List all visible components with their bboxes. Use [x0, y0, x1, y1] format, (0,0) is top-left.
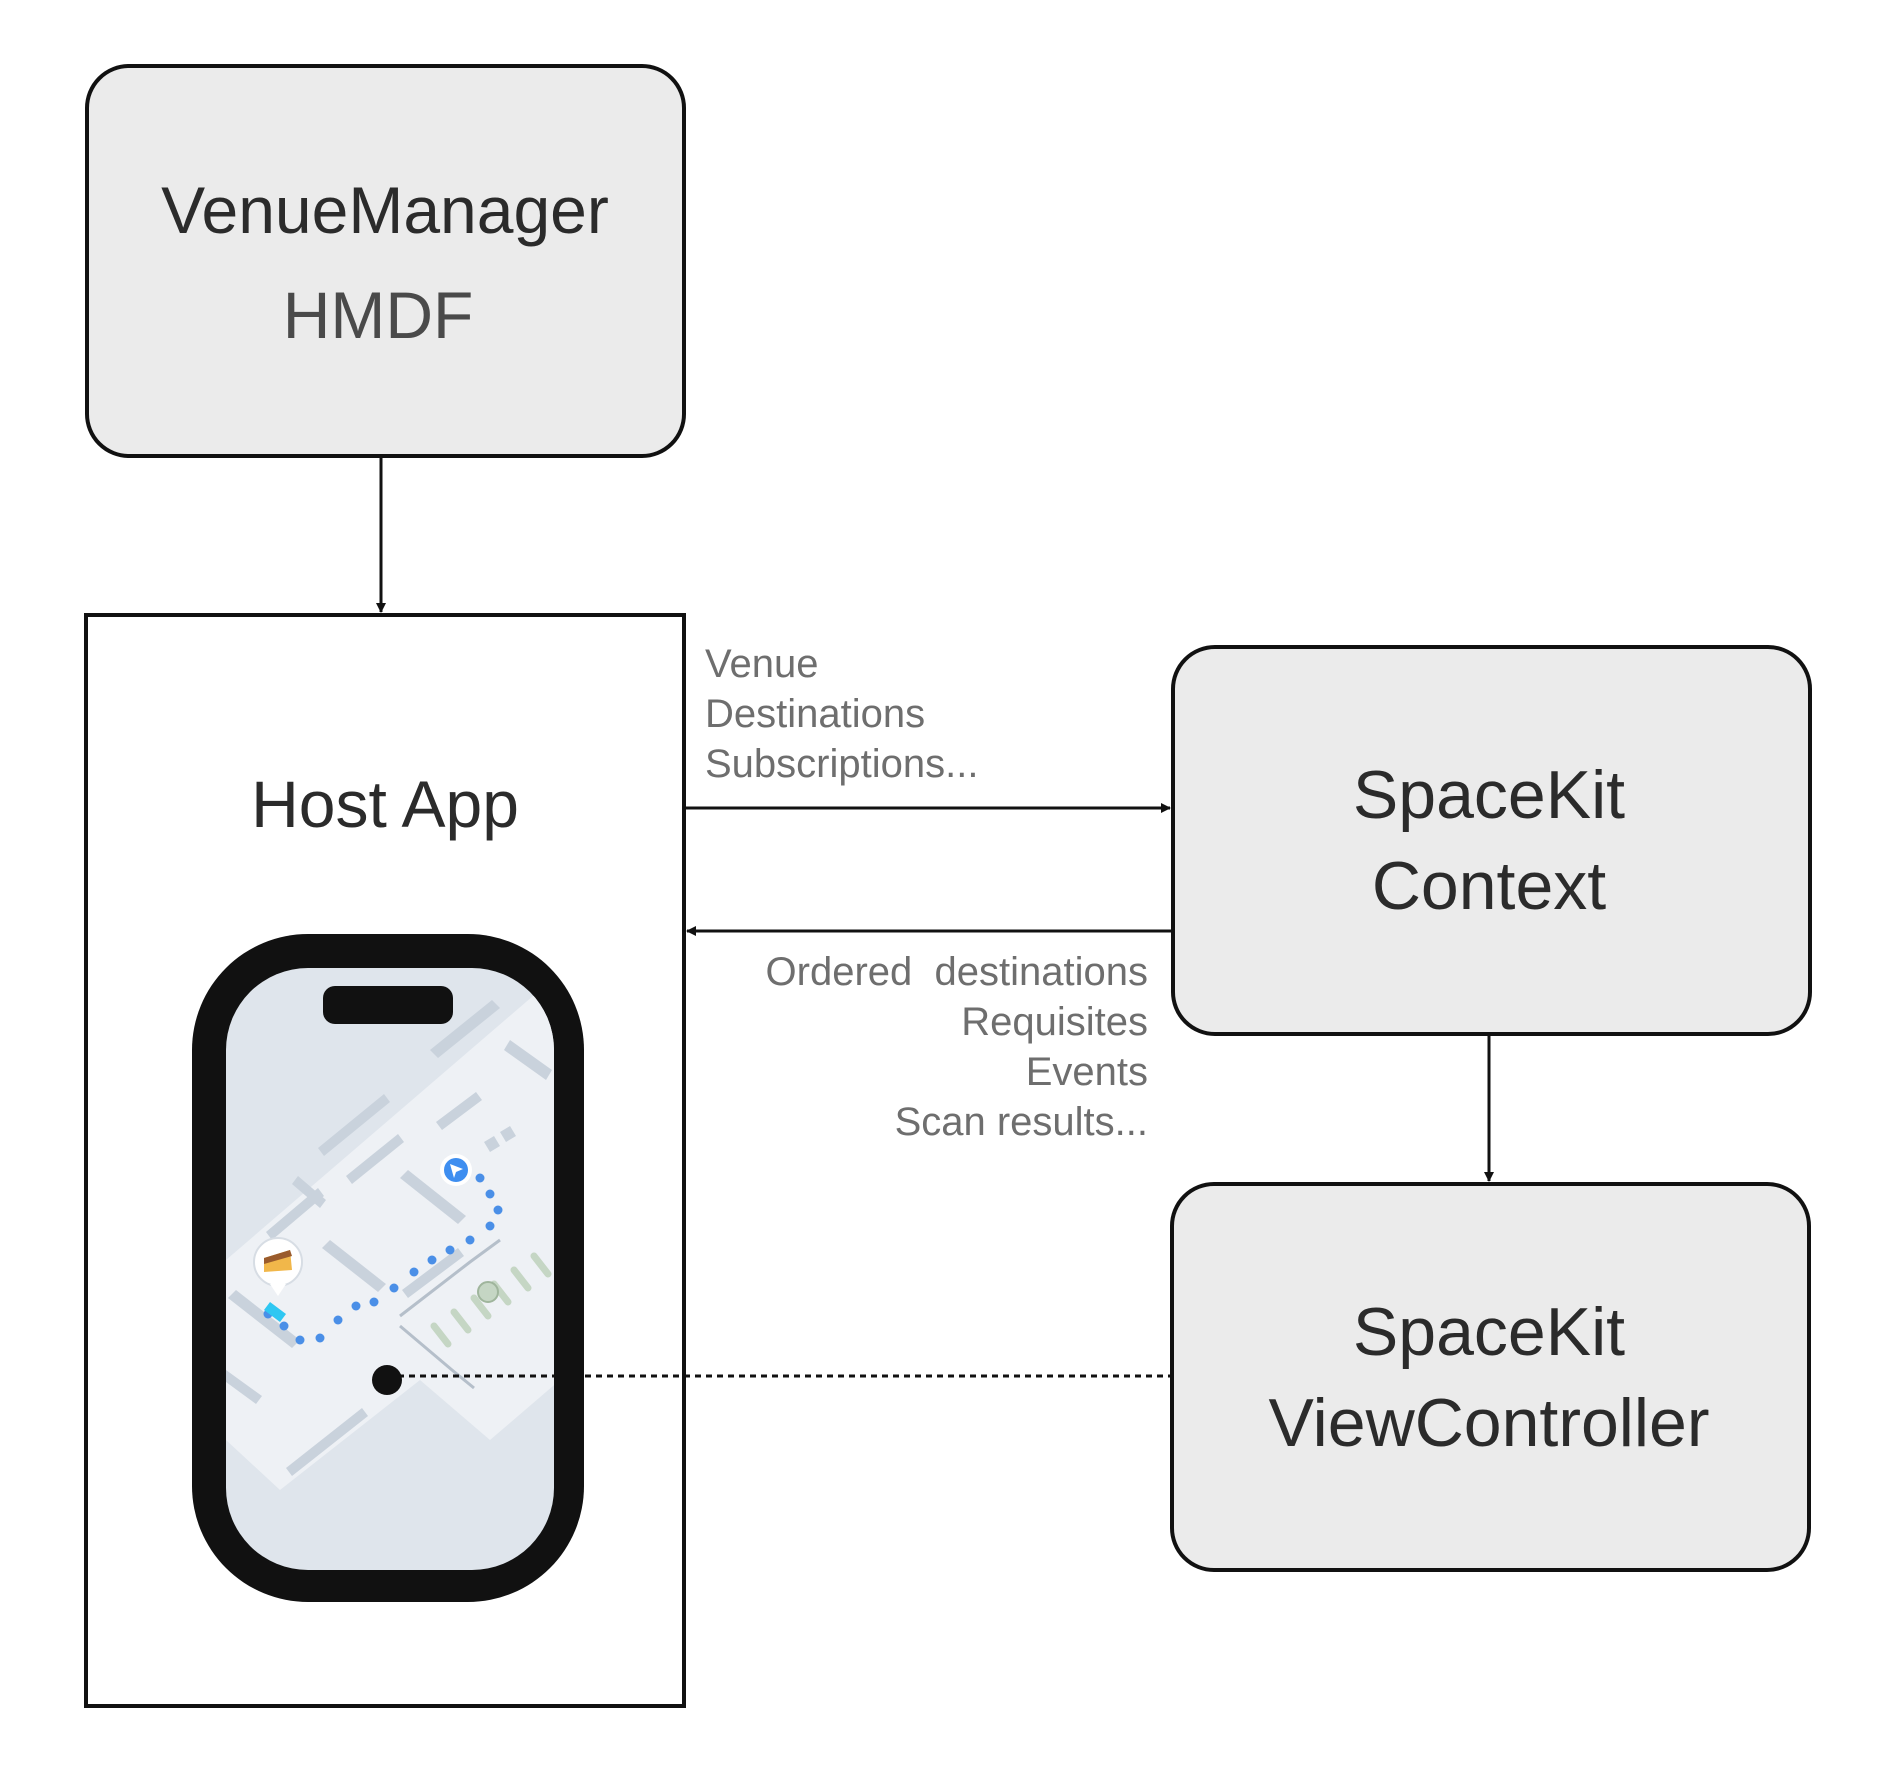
label-events: Events — [1026, 1050, 1148, 1094]
route-dot — [351, 1301, 361, 1311]
route-dot — [465, 1235, 475, 1245]
route-dot — [315, 1333, 325, 1343]
route-dot — [333, 1315, 343, 1325]
route-dot — [279, 1321, 289, 1331]
route-dot — [389, 1283, 399, 1293]
route-path — [263, 1173, 503, 1345]
host-app-title: Host App — [251, 767, 519, 841]
venue-manager-subtitle: HMDF — [283, 278, 474, 352]
spacekit-context-box: SpaceKit Context — [1171, 645, 1812, 1036]
route-dot — [475, 1173, 485, 1183]
phone-illustration — [192, 934, 584, 1602]
route-dot — [295, 1335, 305, 1345]
label-destinations: Destinations — [705, 692, 925, 736]
label-subscriptions: Subscriptions... — [705, 742, 978, 786]
cake-pin-icon — [253, 1237, 303, 1296]
spacekit-viewcontroller-box: SpaceKit ViewController — [1170, 1182, 1811, 1572]
spacekit-context-line1: SpaceKit — [1353, 757, 1625, 833]
location-arrow-icon — [440, 1154, 472, 1186]
host-to-context-labels: Venue Destinations Subscriptions... — [705, 642, 978, 786]
indoor-map — [226, 990, 554, 1490]
viewcontroller-anchor-dot — [372, 1365, 402, 1395]
route-dot — [409, 1267, 419, 1277]
route-dot — [445, 1245, 455, 1255]
label-requisites: Requisites — [961, 1000, 1148, 1044]
route-dot — [369, 1297, 379, 1307]
map-shelves — [226, 1000, 552, 1476]
route-dot — [485, 1221, 495, 1231]
route-dot — [485, 1189, 495, 1199]
label-venue: Venue — [705, 642, 818, 686]
spacekit-viewcontroller-line1: SpaceKit — [1353, 1294, 1625, 1370]
spacekit-viewcontroller-line2: ViewController — [1269, 1385, 1710, 1461]
destination-highlight — [264, 1302, 286, 1322]
label-ordered-destinations: Ordered destinations — [766, 950, 1148, 994]
phone-notch — [323, 986, 453, 1024]
map-aisle-lines — [399, 1238, 501, 1390]
context-to-host-labels: Ordered destinations Requisites Events S… — [766, 950, 1148, 1144]
route-dot — [493, 1205, 503, 1215]
venue-manager-title: VenueManager — [161, 173, 609, 247]
route-dot — [427, 1255, 437, 1265]
label-scan-results: Scan results... — [895, 1100, 1148, 1144]
spacekit-context-line2: Context — [1372, 848, 1606, 924]
venue-manager-box: VenueManager HMDF — [85, 64, 686, 458]
map-floor-area — [226, 990, 554, 1490]
map-store-badge — [477, 1281, 499, 1303]
